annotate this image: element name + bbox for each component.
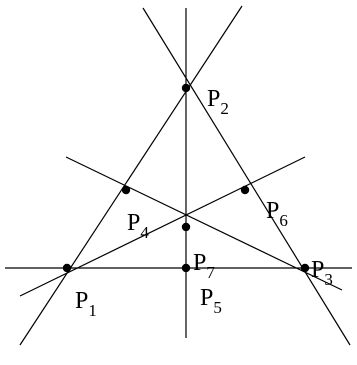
point-p6 (240, 185, 250, 195)
label-p4: P4 (127, 210, 149, 242)
label-p5: P5 (200, 285, 222, 317)
label-p6: P6 (266, 198, 288, 230)
line-p1-p4-p2 (19, 5, 243, 346)
label-p7: P7 (193, 250, 215, 282)
line-p1-p7-p6 (19, 156, 306, 297)
label-p3: P3 (311, 257, 333, 289)
point-p7 (181, 222, 191, 232)
label-p2: P2 (207, 86, 229, 118)
point-p5 (181, 263, 191, 273)
point-p4 (121, 185, 131, 195)
point-p2 (181, 83, 191, 93)
line-p2-p6-p3 (142, 7, 351, 346)
line-p4-p7-p3 (65, 156, 343, 291)
point-p3 (300, 263, 310, 273)
point-p1 (62, 263, 72, 273)
label-p1: P1 (75, 288, 97, 320)
